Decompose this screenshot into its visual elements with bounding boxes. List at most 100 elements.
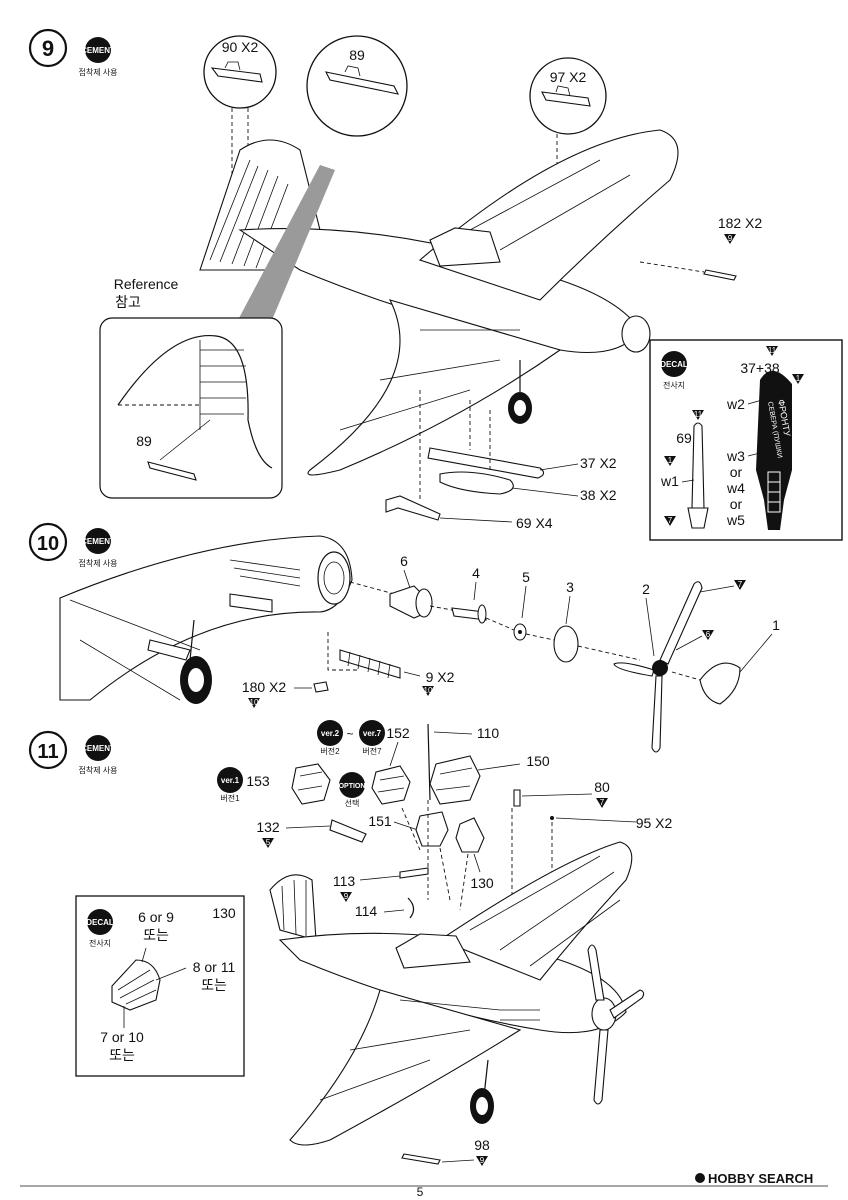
svg-text:w4: w4 [726, 480, 745, 496]
svg-text:ver.1: ver.1 [221, 776, 240, 785]
svg-text:w3: w3 [726, 448, 745, 464]
svg-text:w2: w2 [726, 396, 745, 412]
svg-text:152: 152 [386, 725, 410, 741]
svg-text:69: 69 [676, 430, 692, 446]
svg-text:CEMENT: CEMENT [81, 744, 115, 753]
part-95: 95 X2 [550, 815, 673, 831]
part-114: 114 [355, 897, 415, 919]
part-1-spinner: 1 [699, 617, 780, 705]
svg-text:97 X2: 97 X2 [550, 69, 587, 85]
svg-text:113: 113 [333, 873, 356, 889]
svg-text:180 X2: 180 X2 [242, 679, 287, 695]
step-10: 10 CEMENT 접착제 사용 6 [28, 522, 780, 753]
svg-text:38 X2: 38 X2 [580, 487, 617, 503]
part-132: 132 5 [256, 819, 367, 848]
svg-text:또는: 또는 [201, 977, 227, 993]
svg-text:6: 6 [400, 553, 408, 569]
step-9: 9 CEMENT 접착제 사용 90 X2 89 97 X2 [28, 28, 843, 541]
part-5: 5 [513, 569, 530, 641]
step-9-number: 9 [28, 28, 68, 68]
part-4: 4 [451, 565, 487, 624]
part-151: 151 [368, 811, 449, 847]
svg-text:7 or 10: 7 or 10 [100, 1029, 144, 1045]
svg-text:9: 9 [480, 1156, 485, 1165]
svg-text:~: ~ [346, 727, 353, 741]
svg-text:90 X2: 90 X2 [222, 39, 259, 55]
callout-part-90: 90 X2 [203, 35, 277, 109]
svg-text:or: or [730, 496, 743, 512]
svg-text:버전1: 버전1 [220, 793, 240, 803]
part-6: 6 [389, 553, 433, 619]
svg-text:1: 1 [668, 456, 673, 465]
svg-text:or: or [730, 464, 743, 480]
footer: 5 HOBBY SEARCH [20, 1171, 828, 1199]
svg-text:2: 2 [642, 581, 650, 597]
parts-37-38-69: 37 X2 38 X2 69 X4 [385, 390, 617, 531]
svg-text:전사지: 전사지 [663, 380, 685, 390]
svg-text:6: 6 [706, 630, 711, 639]
svg-text:OPTION: OPTION [339, 783, 366, 790]
svg-text:HOBBY SEARCH: HOBBY SEARCH [708, 1171, 813, 1186]
svg-text:151: 151 [368, 813, 392, 829]
svg-text:182 X2: 182 X2 [718, 215, 763, 231]
reference-inset: Reference 참고 89 [99, 276, 283, 499]
part-130: 130 [455, 817, 494, 891]
part-113: 113 9 [333, 867, 429, 902]
svg-text:132: 132 [256, 819, 280, 835]
svg-text:69 X4: 69 X4 [516, 515, 553, 531]
svg-text:114: 114 [355, 903, 378, 919]
svg-text:또는: 또는 [143, 927, 169, 943]
svg-text:80: 80 [594, 779, 610, 795]
part-80: 80 7 [513, 779, 610, 808]
svg-text:5: 5 [522, 569, 530, 585]
svg-text:ver.2: ver.2 [321, 729, 340, 738]
hobby-search-watermark: HOBBY SEARCH [695, 1171, 813, 1186]
svg-text:접착제 사용: 접착제 사용 [78, 558, 117, 568]
part-150: 150 [429, 753, 550, 805]
svg-text:CEMENT: CEMENT [81, 537, 115, 546]
svg-text:5: 5 [417, 1185, 424, 1199]
step-11: 11 CEMENT 접착제 사용 ver.2 버전2 ~ ver.7 버전7 v… [28, 720, 673, 1166]
svg-text:1: 1 [772, 617, 780, 633]
part-182: 182 X2 9 [639, 215, 763, 281]
svg-text:7: 7 [600, 798, 605, 807]
svg-text:w5: w5 [726, 512, 745, 528]
decal-box-step9: DECAL 전사지 69 11 1 7 w1 37+38 11 1 ФРОНТУ… [649, 339, 843, 541]
part-152: 152 [371, 725, 411, 805]
svg-text:버전7: 버전7 [362, 746, 382, 756]
svg-text:8 or 11: 8 or 11 [193, 959, 236, 975]
cement-badge: CEMENT 접착제 사용 [78, 735, 118, 775]
svg-text:ver.7: ver.7 [363, 729, 382, 738]
svg-text:3: 3 [566, 579, 574, 595]
cement-badge: CEMENT 접착제 사용 [78, 37, 118, 77]
step-10-number: 10 [28, 522, 68, 562]
svg-text:130: 130 [470, 875, 494, 891]
svg-text:4: 4 [472, 565, 480, 581]
svg-text:CEMENT: CEMENT [81, 46, 115, 55]
svg-text:7: 7 [738, 580, 743, 589]
callout-part-89: 89 [306, 35, 408, 137]
svg-text:w1: w1 [660, 473, 679, 489]
svg-text:130: 130 [212, 905, 236, 921]
svg-text:6 or 9: 6 or 9 [138, 909, 174, 925]
svg-text:DECAL: DECAL [86, 918, 114, 927]
svg-text:DECAL: DECAL [660, 360, 688, 369]
part-180: 180 X2 10 [242, 679, 329, 708]
svg-text:전사지: 전사지 [89, 938, 111, 948]
svg-text:150: 150 [526, 753, 550, 769]
svg-text:접착제 사용: 접착제 사용 [78, 67, 117, 77]
aircraft-step11 [269, 841, 645, 1146]
svg-text:7: 7 [668, 516, 673, 525]
part-110: 110 [427, 723, 500, 801]
part-2-propeller: 2 7 6 [613, 580, 746, 753]
svg-text:선택: 선택 [345, 798, 360, 808]
svg-text:110: 110 [477, 725, 500, 741]
svg-text:10: 10 [250, 698, 259, 707]
aircraft-nose-step10 [59, 535, 353, 704]
callout-part-97: 97 X2 [529, 57, 607, 135]
svg-text:9: 9 [728, 234, 733, 243]
cement-badge: CEMENT 접착제 사용 [78, 528, 118, 568]
svg-text:9: 9 [42, 36, 54, 61]
svg-text:89: 89 [136, 433, 152, 449]
